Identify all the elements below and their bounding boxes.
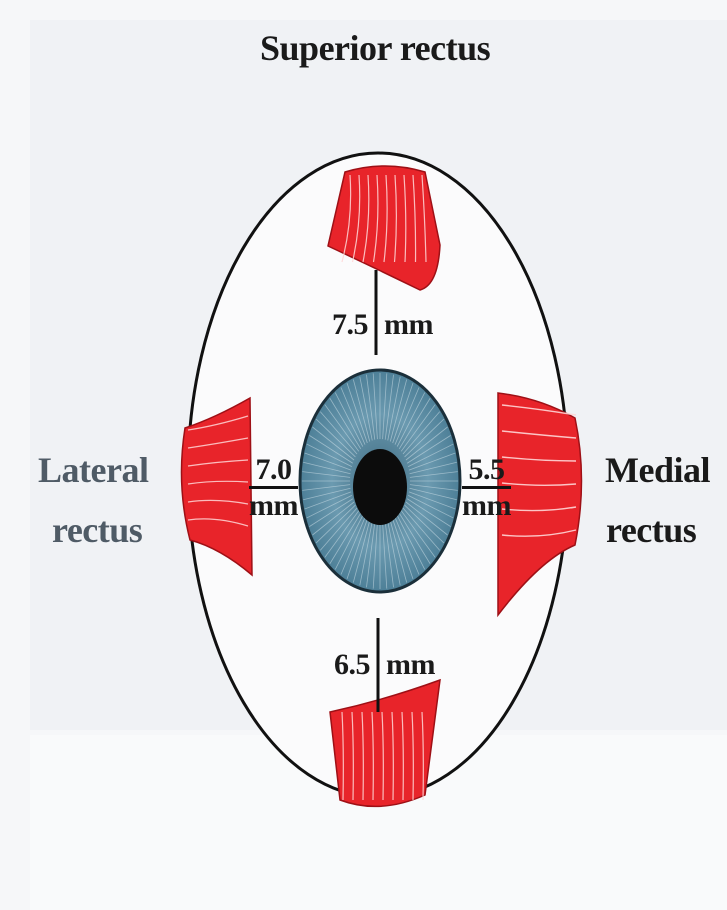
inferior-distance-value: 6.5 — [334, 650, 370, 680]
pupil — [353, 449, 407, 525]
medial-rectus-label-line2: rectus — [606, 512, 696, 548]
superior-distance-value: 7.5 — [332, 310, 368, 340]
lateral-distance-value: 7.0 — [249, 455, 298, 489]
medial-distance-value: 5.5 — [462, 455, 511, 489]
lateral-distance-unit: mm — [249, 489, 298, 521]
lateral-rectus-label-line1: Lateral — [38, 452, 148, 488]
inferior-distance-unit: mm — [386, 650, 435, 680]
superior-rectus-label: Superior rectus — [260, 30, 490, 66]
superior-distance-unit: mm — [384, 310, 433, 340]
lateral-rectus-label-line2: rectus — [52, 512, 142, 548]
medial-rectus-label-line1: Medial — [605, 452, 710, 488]
lateral-distance: 7.0 mm — [249, 455, 298, 521]
medial-distance-unit: mm — [462, 489, 511, 521]
medial-distance: 5.5 mm — [462, 455, 511, 521]
